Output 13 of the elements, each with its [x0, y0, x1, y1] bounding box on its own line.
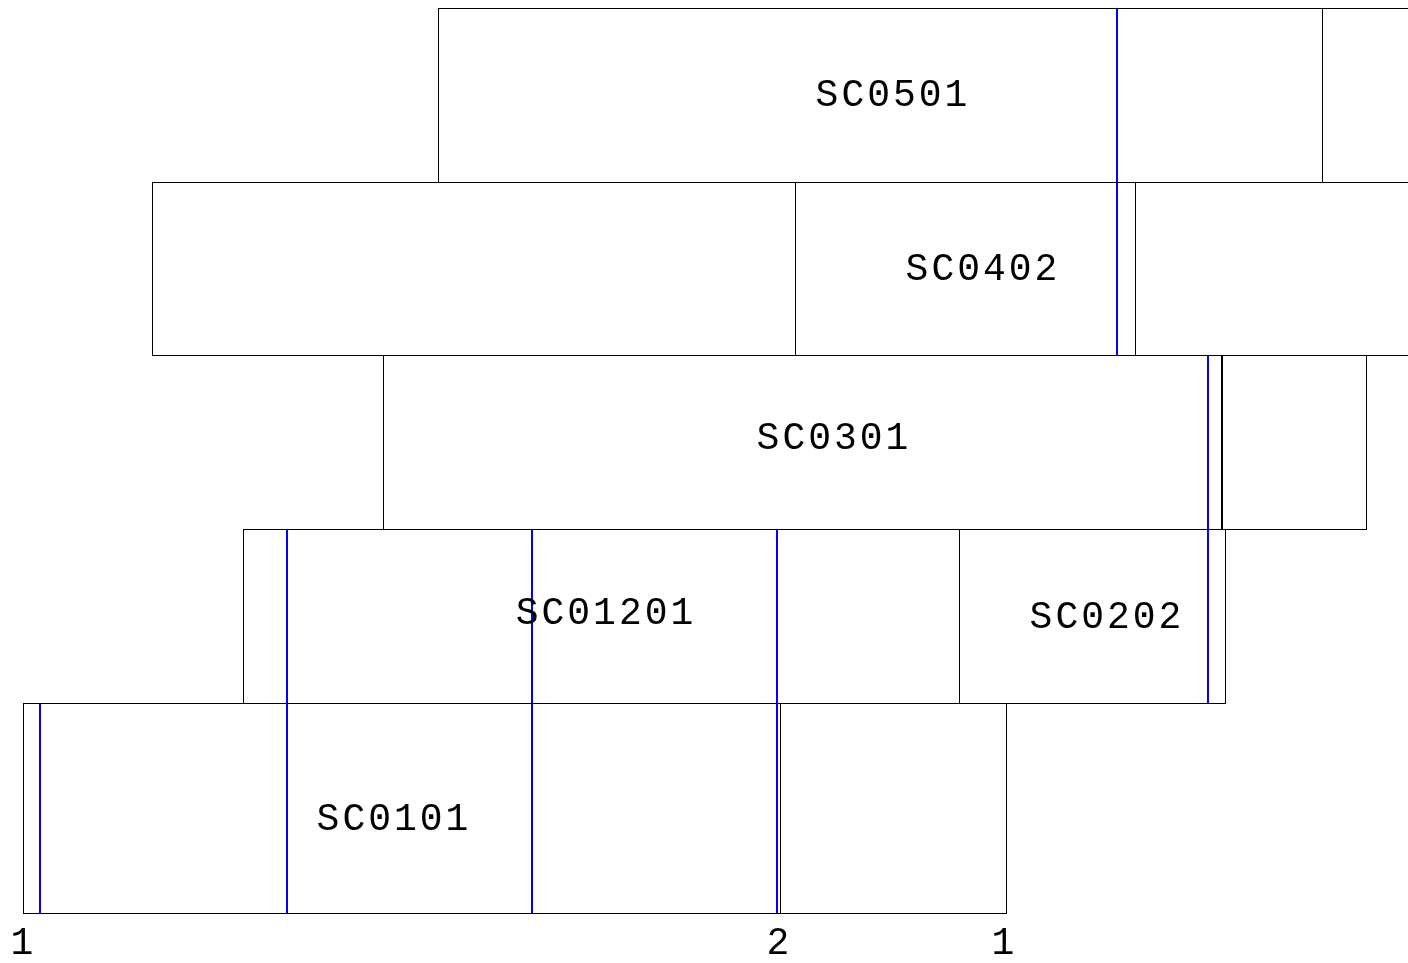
block-code: SC0301	[756, 416, 912, 460]
block-code: SC0202	[1029, 595, 1185, 639]
axis-number: 1	[10, 921, 34, 963]
block-code: SC0402	[905, 247, 1061, 291]
block-code: SC0101	[316, 797, 472, 841]
block	[383, 355, 1222, 530]
block	[23, 703, 781, 914]
block	[438, 8, 1323, 183]
empty-box	[1222, 355, 1367, 530]
axis-number: 1	[991, 921, 1015, 963]
axis-number: 2	[766, 921, 790, 963]
empty-box	[780, 703, 1007, 914]
block-code: SC0501	[815, 73, 971, 117]
